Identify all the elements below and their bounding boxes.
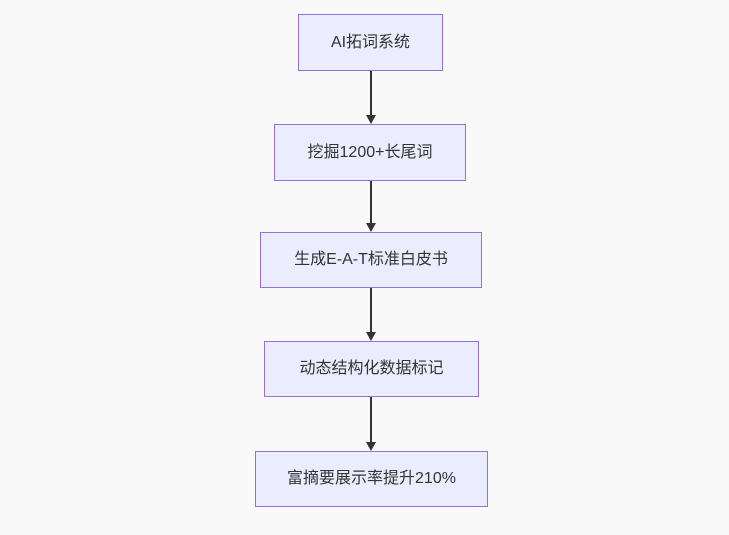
- flow-node-label: AI拓词系统: [330, 33, 411, 51]
- flow-connector-1: [365, 71, 377, 124]
- flow-node-ai-keyword-system: AI拓词系统: [298, 14, 443, 71]
- arrow-line: [370, 397, 372, 442]
- flow-node-label: 富摘要展示率提升210%: [287, 470, 456, 488]
- arrow-line: [370, 181, 372, 223]
- flow-node-label: 动态结构化数据标记: [299, 360, 444, 378]
- flow-connector-4: [365, 397, 377, 451]
- flow-node-label: 生成E-A-T标准白皮书: [294, 251, 448, 269]
- flow-node-rich-snippet-result: 富摘要展示率提升210%: [255, 451, 488, 507]
- arrowhead-down-icon: [366, 115, 376, 124]
- flow-node-longtail-mining: 挖掘1200+长尾词: [274, 124, 466, 181]
- arrowhead-down-icon: [366, 442, 376, 451]
- arrow-line: [370, 71, 372, 115]
- arrowhead-down-icon: [366, 332, 376, 341]
- flow-node-structured-data-markup: 动态结构化数据标记: [264, 341, 479, 397]
- flow-node-label: 挖掘1200+长尾词: [307, 143, 433, 161]
- arrow-line: [370, 288, 372, 332]
- flow-node-eat-whitepaper: 生成E-A-T标准白皮书: [260, 232, 482, 288]
- flow-connector-2: [365, 181, 377, 232]
- arrowhead-down-icon: [366, 223, 376, 232]
- flow-connector-3: [365, 288, 377, 341]
